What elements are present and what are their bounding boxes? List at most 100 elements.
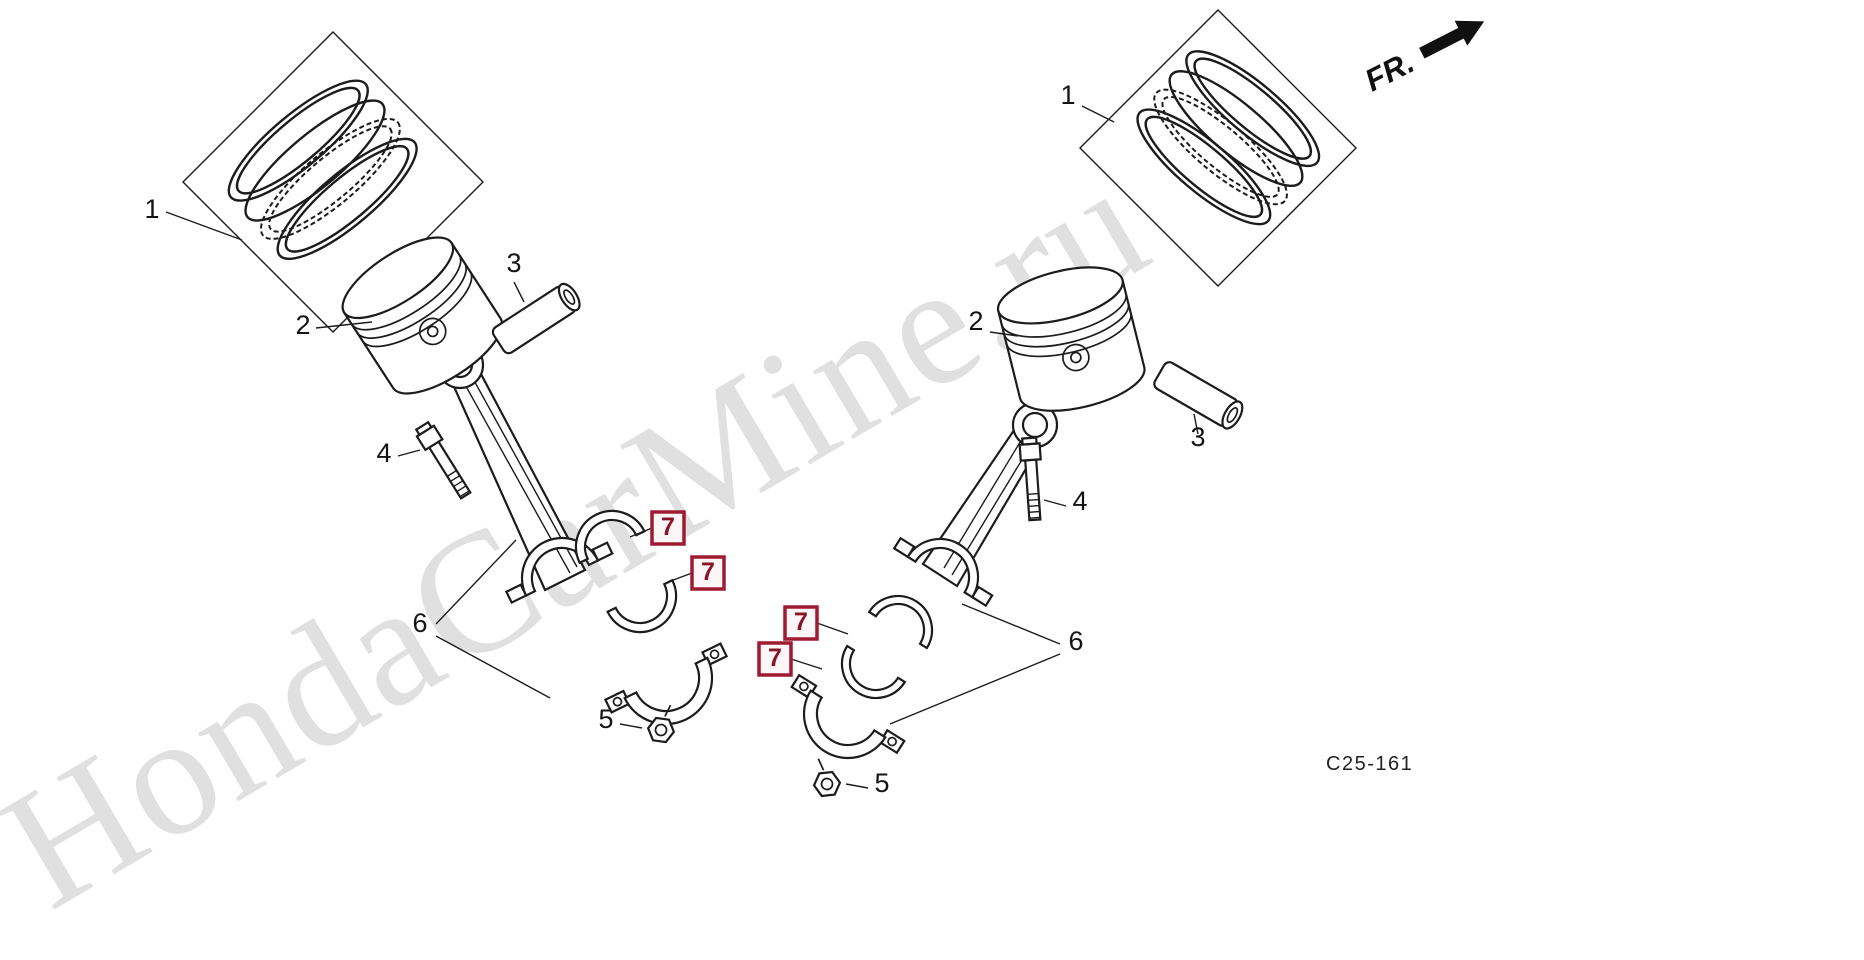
leader-line (397, 449, 421, 457)
bolt-thread (450, 475, 461, 483)
oil-ring (259, 117, 401, 240)
bearing-shell-upper-right (867, 594, 934, 650)
fr-arrow-icon (1419, 20, 1485, 59)
ring-groove (1005, 312, 1132, 358)
compression-ring-inner (235, 86, 361, 195)
pin-bore (426, 325, 439, 338)
piston-right (996, 266, 1146, 412)
ring-groove (356, 262, 467, 339)
oil-ring-inner (1161, 95, 1280, 198)
callout-rod-bearing[interactable]: 7 (661, 513, 675, 541)
callout-rod-nut-left: 5 (598, 704, 613, 734)
leader-line (961, 603, 1061, 645)
piston-left (341, 236, 504, 395)
leader-line (165, 211, 243, 241)
nut-hex (812, 770, 842, 798)
piston-crown (341, 236, 455, 320)
highlighted-callout-rod-bearing-left-lower[interactable]: 7 (690, 555, 726, 591)
piston-pin-right (1153, 361, 1244, 430)
nut-bore (820, 777, 834, 791)
pin-boss (418, 317, 447, 346)
oil-ring-rail-inner (284, 144, 410, 253)
leader-line (889, 653, 1061, 725)
rod-nut-left (646, 704, 676, 744)
leader-line (845, 783, 869, 789)
ring-groove (351, 254, 462, 331)
callout-connecting-rod-right: 6 (1068, 626, 1083, 656)
rod-big-end (892, 536, 994, 608)
highlighted-callout-rod-bearing-right-lower[interactable]: 7 (757, 641, 793, 677)
bolt-thread (446, 469, 457, 477)
highlight-box[interactable] (650, 510, 686, 546)
bolt-thread (1028, 510, 1040, 513)
oil-ring-inner (268, 125, 393, 233)
bearing-shell-lower-right (840, 644, 907, 700)
callout-piston-right: 2 (968, 306, 983, 336)
big-end-half (906, 537, 980, 599)
watermark: HondaCarMine.ru (0, 128, 1178, 945)
callout-piston-ring-set-left: 1 (144, 194, 159, 224)
bolt-shank (427, 440, 472, 500)
rod-nut-right (812, 758, 842, 798)
ring-groove (1003, 303, 1130, 348)
bolt-thread (453, 480, 464, 488)
highlight-box[interactable] (690, 555, 726, 591)
highlighted-callout-rod-bearing-left-upper[interactable]: 7 (650, 510, 686, 546)
leader-line (1193, 413, 1199, 435)
leader-line (1043, 499, 1067, 507)
nut-bore (654, 723, 668, 737)
bolt-head-face (1021, 436, 1038, 446)
bearing-shell (867, 594, 934, 650)
pin-bore (1070, 351, 1082, 364)
callout-piston-ring-set-right: 1 (1060, 80, 1075, 110)
oil-ring-rail (1136, 108, 1272, 226)
compression-ring (227, 79, 369, 202)
drawing-code: C25-161 (1326, 753, 1413, 775)
cap-bolt-hole (709, 649, 720, 660)
piston-ring-set-right (1136, 50, 1321, 226)
highlight-box[interactable] (783, 605, 819, 641)
bolt-thread (1029, 516, 1041, 519)
rod-bolt-right (1018, 436, 1042, 522)
left-assembly: 1 2 3 4 5 6 7 7 (144, 31, 729, 744)
compression-ring-inner (1193, 57, 1313, 160)
fr-label: FR. (1359, 44, 1419, 98)
right-assembly: 1 2 3 4 5 6 7 7 (757, 9, 1357, 798)
bearing-shell (840, 644, 907, 700)
bearing-cap-left (603, 642, 729, 726)
callout-rod-bearing[interactable]: 7 (794, 608, 808, 636)
bolt-thread (456, 485, 467, 493)
leader-line (315, 321, 373, 329)
highlighted-callout-rod-bearing-right-upper[interactable]: 7 (783, 605, 819, 641)
oil-ring-rail-inner (1144, 115, 1264, 219)
leader-line (816, 622, 849, 635)
rod-small-end-bore (1021, 411, 1049, 439)
piston-ring-set-left (227, 79, 418, 261)
oil-ring (1153, 88, 1288, 206)
callout-connecting-rod-left: 6 (412, 608, 427, 638)
leader-line (435, 635, 551, 699)
bolt-thread (1027, 492, 1039, 496)
leader-line (1081, 105, 1115, 123)
cap-bolt-hole (887, 736, 897, 747)
ring-set-box-left (182, 31, 484, 333)
piston-crown (996, 266, 1124, 325)
leader-line (989, 331, 1019, 337)
piston-pin-left (491, 282, 581, 355)
compression-ring (244, 99, 386, 222)
pin-end-bore (563, 289, 576, 305)
callout-rod-bearing[interactable]: 7 (701, 558, 715, 586)
bolt-thread (1028, 504, 1040, 507)
bolt-thread (459, 490, 470, 498)
callout-piston-left: 2 (295, 310, 310, 340)
highlight-box[interactable] (757, 641, 793, 677)
callout-rod-bearing[interactable]: 7 (768, 644, 782, 672)
callout-rod-bolt-right: 4 (1072, 486, 1087, 516)
bolt-head (1018, 442, 1042, 462)
bearing-cap-right (790, 673, 906, 760)
callout-piston-pin-right: 3 (1190, 422, 1205, 452)
pin-boss (1062, 343, 1090, 372)
cap-body (802, 689, 887, 760)
cap-bolt-hole (612, 696, 623, 707)
